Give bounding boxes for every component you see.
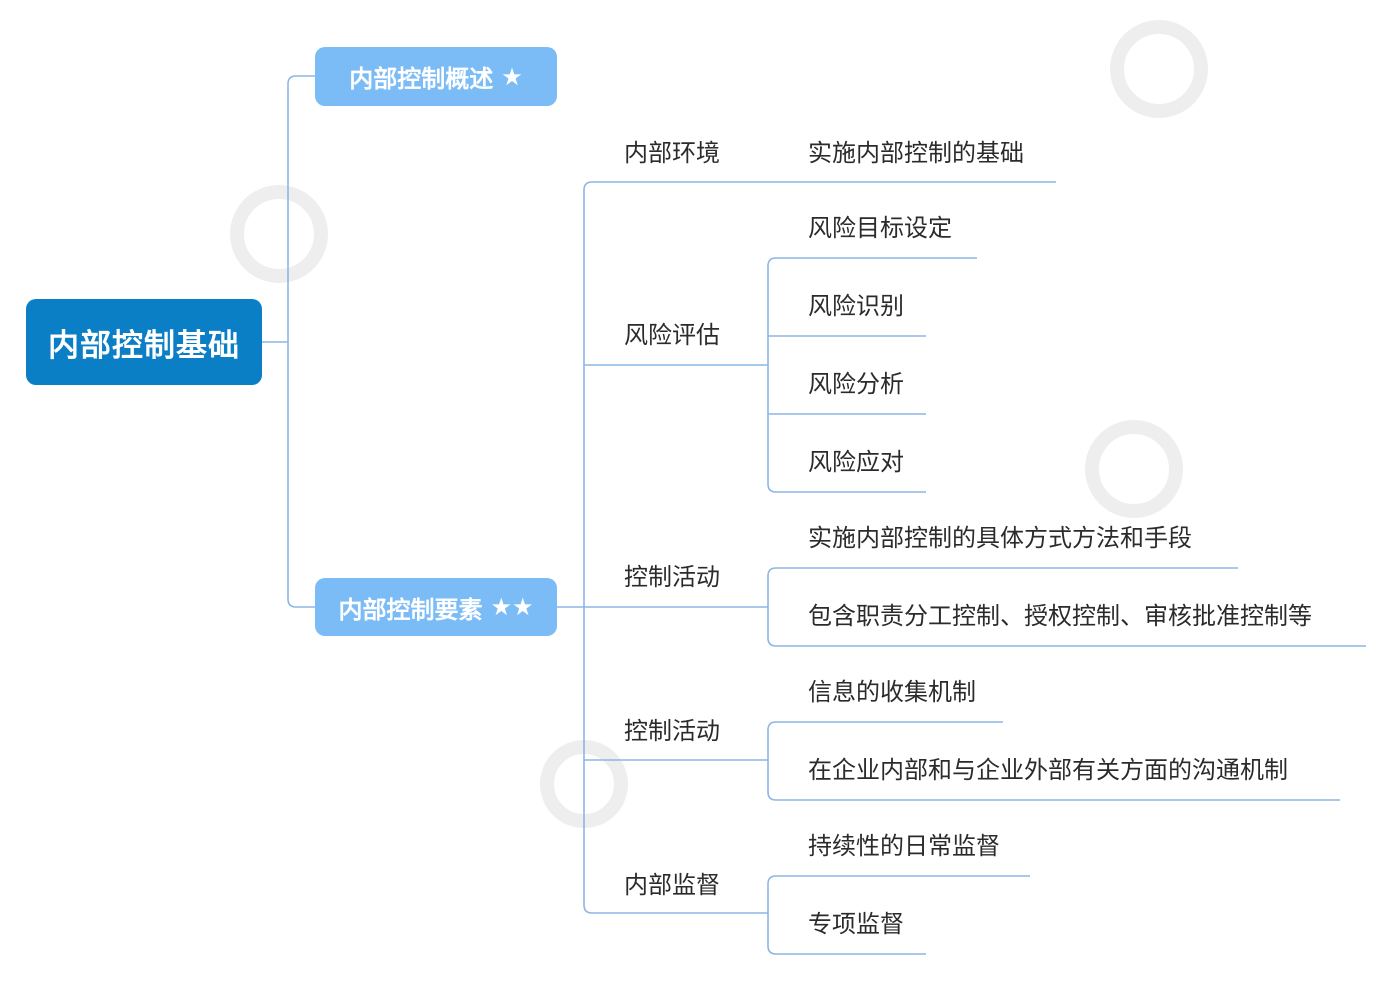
element-internal-environment[interactable]: 内部环境 bbox=[624, 139, 720, 167]
leaf-item[interactable]: 风险识别 bbox=[808, 292, 904, 320]
connector-leaf-underline bbox=[767, 791, 1340, 801]
element-control-activities[interactable]: 控制活动 bbox=[624, 563, 720, 591]
leaf-item[interactable]: 专项监督 bbox=[808, 910, 904, 938]
overview-node[interactable]: 内部控制概述 ★ bbox=[315, 47, 557, 106]
leaf-item[interactable]: 风险应对 bbox=[808, 448, 904, 476]
connector-l2-underline bbox=[583, 904, 768, 914]
star-icon: ★ bbox=[501, 62, 523, 91]
leaf-item[interactable]: 在企业内部和与企业外部有关方面的沟通机制 bbox=[808, 756, 1288, 784]
root-node[interactable]: 内部控制基础 bbox=[26, 299, 262, 385]
connector-overview bbox=[287, 75, 315, 85]
overview-label: 内部控制概述 bbox=[349, 65, 494, 93]
connector-leaf-underline bbox=[767, 637, 1366, 647]
leaf-item[interactable]: 实施内部控制的具体方式方法和手段 bbox=[808, 524, 1192, 552]
leaf-item[interactable]: 信息的收集机制 bbox=[808, 678, 976, 706]
connector-elements bbox=[287, 598, 315, 608]
connector-leaf-underline bbox=[767, 567, 1238, 577]
leaf-item[interactable]: 实施内部控制的基础 bbox=[808, 139, 1024, 167]
connector-leaf-underline bbox=[767, 483, 926, 493]
leaf-item[interactable]: 持续性的日常监督 bbox=[808, 832, 1000, 860]
elements-node[interactable]: 内部控制要素 ★★ bbox=[315, 578, 557, 636]
leaf-item[interactable]: 风险分析 bbox=[808, 370, 904, 398]
element-internal-supervision[interactable]: 内部监督 bbox=[624, 871, 720, 899]
connector-leaf-underline bbox=[767, 257, 977, 267]
elements-label: 内部控制要素 bbox=[338, 595, 483, 624]
leaf-item[interactable]: 风险目标设定 bbox=[808, 214, 952, 242]
leaf-item[interactable]: 包含职责分工控制、授权控制、审核批准控制等 bbox=[808, 602, 1312, 630]
connector-leaf-underline bbox=[767, 721, 1003, 731]
connector-leaf-underline bbox=[767, 945, 926, 955]
connector-leaf-underline bbox=[767, 875, 1030, 885]
element-control-activities-2[interactable]: 控制活动 bbox=[624, 717, 720, 745]
star-icon: ★★ bbox=[490, 593, 534, 621]
element-risk-assessment[interactable]: 风险评估 bbox=[624, 321, 720, 349]
connector-l2-underline bbox=[583, 181, 1056, 191]
